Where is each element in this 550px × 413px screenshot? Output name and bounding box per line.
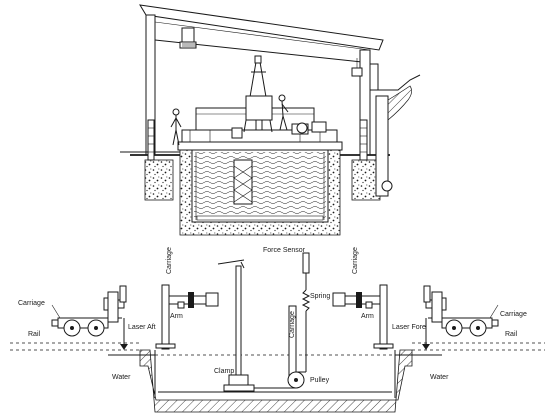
person-right <box>278 94 289 131</box>
label-laser-fore: Laser Fore <box>392 324 426 331</box>
carriage-right <box>422 285 499 350</box>
left-foundation <box>144 159 174 201</box>
light-fixture <box>179 27 197 49</box>
label-arm-left: Arm <box>170 313 183 320</box>
label-water-right: Water <box>430 374 449 381</box>
label-carriage-left: Carriage <box>18 300 45 307</box>
label-rail-right: Rail <box>505 331 518 338</box>
label-laser-aft: Laser Aft <box>128 324 156 331</box>
ground-slope <box>378 74 421 91</box>
tank-bed <box>139 349 413 413</box>
label-pulley: Pulley <box>310 377 330 384</box>
towing-tank <box>179 149 341 236</box>
building-section <box>120 4 421 236</box>
label-spring: Spring <box>310 293 330 300</box>
arm-assembly-right <box>332 284 394 350</box>
clamp-mast <box>217 259 296 392</box>
label-clamp: Clamp <box>214 368 234 375</box>
roof <box>139 4 384 51</box>
carriage-left <box>51 285 128 350</box>
labels: Carriage Rail Laser Aft Carriage Arm Wat… <box>18 247 527 384</box>
label-carriage-right: Carriage <box>500 311 527 318</box>
lamp <box>351 58 363 77</box>
label-carriage-vert-right: Carriage <box>352 247 359 274</box>
label-water-left: Water <box>112 374 131 381</box>
person-left <box>170 108 182 146</box>
drain-pipe <box>381 180 393 192</box>
label-carriage-vert-mid: Carriage <box>289 311 296 338</box>
arm-assembly-left <box>155 284 219 350</box>
towing-carriage <box>177 55 343 151</box>
test-rig-schematic <box>10 252 545 413</box>
label-carriage-vert-left: Carriage <box>166 247 173 274</box>
label-rail-left: Rail <box>28 331 41 338</box>
spring-column <box>287 252 311 389</box>
label-arm-right: Arm <box>361 313 374 320</box>
label-force-sensor: Force Sensor <box>263 247 306 254</box>
